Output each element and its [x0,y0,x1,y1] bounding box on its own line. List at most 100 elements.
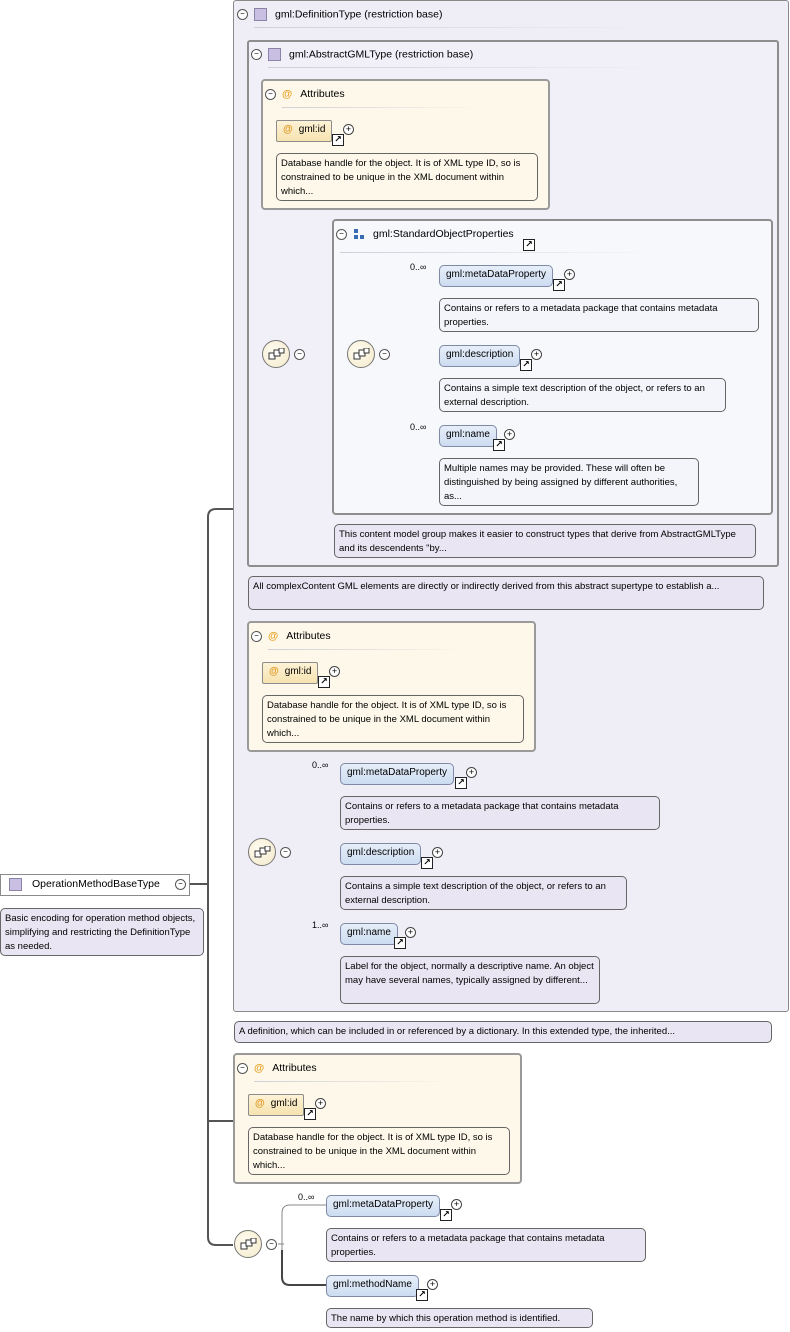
gml-id-doc: Database handle for the object. It is of… [276,153,538,201]
definition-type-title: gml:DefinitionType (restriction base) [275,8,443,21]
gml-id-doc: Database handle for the object. It is of… [262,695,524,743]
gml-id-label: gml:id [284,666,312,677]
doc-text: Database handle for the object. It is of… [267,700,507,739]
collapse-icon[interactable]: − [379,349,390,360]
doc-text: Contains a simple text description of th… [345,881,606,906]
link-icon[interactable]: ↗ [421,857,433,869]
expand-icon[interactable]: + [466,767,477,778]
doc-text: Basic encoding for operation method obje… [5,913,196,952]
sequence-compositor-icon[interactable] [262,340,290,368]
doc-text: Contains or refers to a metadata package… [444,303,718,328]
sequence-compositor-icon[interactable] [347,340,375,368]
link-icon[interactable]: ↗ [304,1108,316,1120]
attributes-header[interactable]: −@Attributes [265,88,345,100]
link-icon[interactable]: ↗ [394,937,406,949]
doc-text: A definition, which can be included in o… [239,1026,676,1037]
definition-type-doc: A definition, which can be included in o… [234,1021,772,1043]
collapse-icon[interactable]: − [294,349,305,360]
complex-type-icon [9,877,22,891]
expand-icon[interactable]: + [432,847,443,858]
expand-icon[interactable]: + [315,1098,326,1109]
collapse-icon[interactable]: − [251,49,262,60]
method-name-element[interactable]: gml:methodName [326,1275,419,1297]
root-type-node[interactable]: OperationMethodBaseType [0,874,190,896]
header-underline [268,649,468,650]
attributes-header[interactable]: −@Attributes [237,1062,317,1074]
standard-object-properties-title: gml:StandardObjectProperties [373,228,514,240]
expand-icon[interactable]: + [343,124,354,135]
gml-id-attribute[interactable]: @ gml:id [248,1094,305,1116]
attributes-label: Attributes [272,1062,317,1074]
abstract-gml-type-doc: All complexContent GML elements are dire… [248,576,764,610]
attributes-header[interactable]: −@Attributes [251,630,331,642]
header-underline [340,252,660,253]
metadata-property-element[interactable]: gml:metaDataProperty [439,265,554,287]
abstract-gml-type-title: gml:AbstractGMLType (restriction base) [289,48,474,61]
name-doc: Label for the object, normally a descrip… [340,956,600,1004]
collapse-icon[interactable]: − [336,228,347,240]
doc-text: Database handle for the object. It is of… [253,1132,493,1171]
attribute-icon: @ [255,1098,265,1109]
doc-text: The name by which this operation method … [331,1313,561,1324]
complex-type-icon [268,48,281,61]
standard-object-properties-header[interactable]: − gml:StandardObjectProperties [336,228,514,240]
metadata-property-element[interactable]: gml:metaDataProperty [340,763,455,785]
header-underline [268,67,668,68]
link-icon[interactable]: ↗ [553,279,565,291]
header-underline [282,107,482,108]
expand-icon[interactable]: + [531,349,542,360]
complex-type-icon [254,8,267,21]
definition-type-header[interactable]: − gml:DefinitionType (restriction base) [237,8,442,21]
link-icon[interactable]: ↗ [523,239,535,251]
expand-icon[interactable]: + [427,1279,438,1290]
attribute-icon: @ [269,666,279,677]
expand-icon[interactable]: + [405,927,416,938]
link-icon[interactable]: ↗ [318,676,330,688]
method-name-doc: The name by which this operation method … [326,1308,593,1328]
metadata-property-doc: Contains or refers to a metadata package… [340,796,660,830]
link-icon[interactable]: ↗ [332,134,344,146]
link-icon[interactable]: ↗ [440,1209,452,1221]
collapse-icon[interactable]: − [237,9,248,20]
metadata-property-doc: Contains or refers to a metadata package… [326,1228,646,1262]
root-type-doc: Basic encoding for operation method obje… [0,908,204,956]
expand-icon[interactable]: + [564,269,575,280]
doc-text: Label for the object, normally a descrip… [345,961,594,986]
header-underline [254,1081,454,1082]
group-icon [353,228,365,240]
description-element[interactable]: gml:description [439,345,521,367]
abstract-gml-type-header[interactable]: − gml:AbstractGMLType (restriction base) [251,48,473,61]
expand-icon[interactable]: + [504,429,515,440]
expand-icon[interactable]: + [451,1199,462,1210]
collapse-icon[interactable]: − [265,88,276,100]
name-element[interactable]: gml:name [340,923,398,945]
attribute-icon: @ [282,88,293,100]
collapse-icon[interactable]: − [251,630,262,642]
cardinality-label: 1..∞ [312,920,329,930]
sequence-compositor-icon[interactable] [248,838,276,866]
gml-id-label: gml:id [270,1098,298,1109]
name-element[interactable]: gml:name [439,425,497,447]
name-doc: Multiple names may be provided. These wi… [439,458,699,506]
gml-id-attribute[interactable]: @ gml:id [262,662,319,684]
cardinality-label: 0..∞ [312,760,329,770]
description-element[interactable]: gml:description [340,843,422,865]
doc-text: Contains or refers to a metadata package… [345,801,619,826]
metadata-property-element[interactable]: gml:metaDataProperty [326,1195,441,1217]
link-icon[interactable]: ↗ [416,1289,428,1301]
link-icon[interactable]: ↗ [455,777,467,789]
root-type-name: OperationMethodBaseType [32,878,160,890]
sequence-compositor-icon[interactable] [234,1230,262,1258]
attribute-icon: @ [268,630,279,642]
gml-id-attribute[interactable]: @gml:id [276,120,333,142]
expand-icon[interactable]: + [329,666,340,677]
attribute-icon: @ [283,124,293,135]
link-icon[interactable]: ↗ [520,359,532,371]
collapse-icon[interactable]: − [280,847,291,858]
collapse-icon[interactable]: − [266,1239,277,1250]
doc-text: This content model group makes it easier… [339,529,736,554]
doc-text: All complexContent GML elements are dire… [253,581,720,592]
collapse-icon[interactable]: − [175,879,186,890]
collapse-icon[interactable]: − [237,1062,248,1074]
link-icon[interactable]: ↗ [493,439,505,451]
